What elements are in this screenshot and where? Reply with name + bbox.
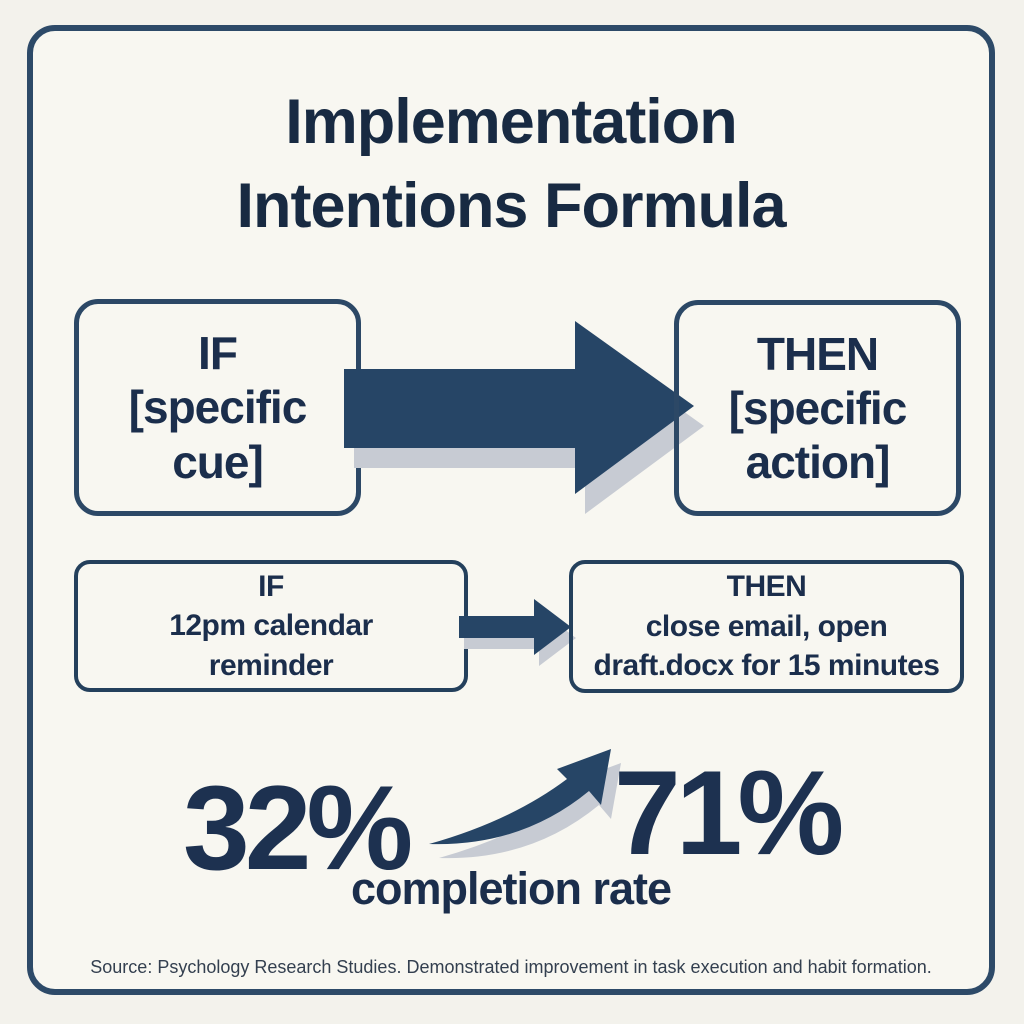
formula-if-keyword: IF xyxy=(198,327,238,380)
right-arrow-icon xyxy=(344,321,704,514)
formula-then-line3: action] xyxy=(745,436,891,489)
title-line-2: Intentions Formula xyxy=(236,170,787,241)
stat-label: completion rate xyxy=(350,863,672,914)
formula-then-line2: [specific xyxy=(728,381,908,434)
outer-frame: Implementation Intentions Formula IF [sp… xyxy=(27,25,995,995)
formula-then-box: THEN [specific action] xyxy=(674,300,961,516)
formula-then-keyword: THEN xyxy=(756,327,879,380)
example-then-line3: draft.docx for 15 minutes xyxy=(593,649,940,683)
example-if-line3: reminder xyxy=(208,648,334,682)
title-line-1: Implementation xyxy=(285,87,738,157)
example-then-keyword: THEN xyxy=(726,570,807,604)
stat-before-value: 32% xyxy=(183,761,413,895)
example-then-line2: close email, open xyxy=(645,609,888,643)
growth-trend-arrow-icon xyxy=(429,749,621,859)
source-note: Source: Psychology Research Studies. Dem… xyxy=(90,957,932,977)
formula-if-box: IF [specific cue] xyxy=(74,299,361,516)
example-if-keyword: IF xyxy=(258,569,284,603)
right-arrow-small-icon xyxy=(459,599,576,666)
example-then-box: THEN close email, open draft.docx for 15… xyxy=(569,560,964,693)
formula-if-line2: [specific xyxy=(128,381,308,434)
formula-if-line3: cue] xyxy=(172,435,264,488)
example-if-line2: 12pm calendar xyxy=(169,609,373,643)
page-title: Implementation Intentions Formula xyxy=(33,81,989,249)
stat-after-value: 71% xyxy=(614,746,844,880)
example-if-box: IF 12pm calendar reminder xyxy=(74,560,468,692)
